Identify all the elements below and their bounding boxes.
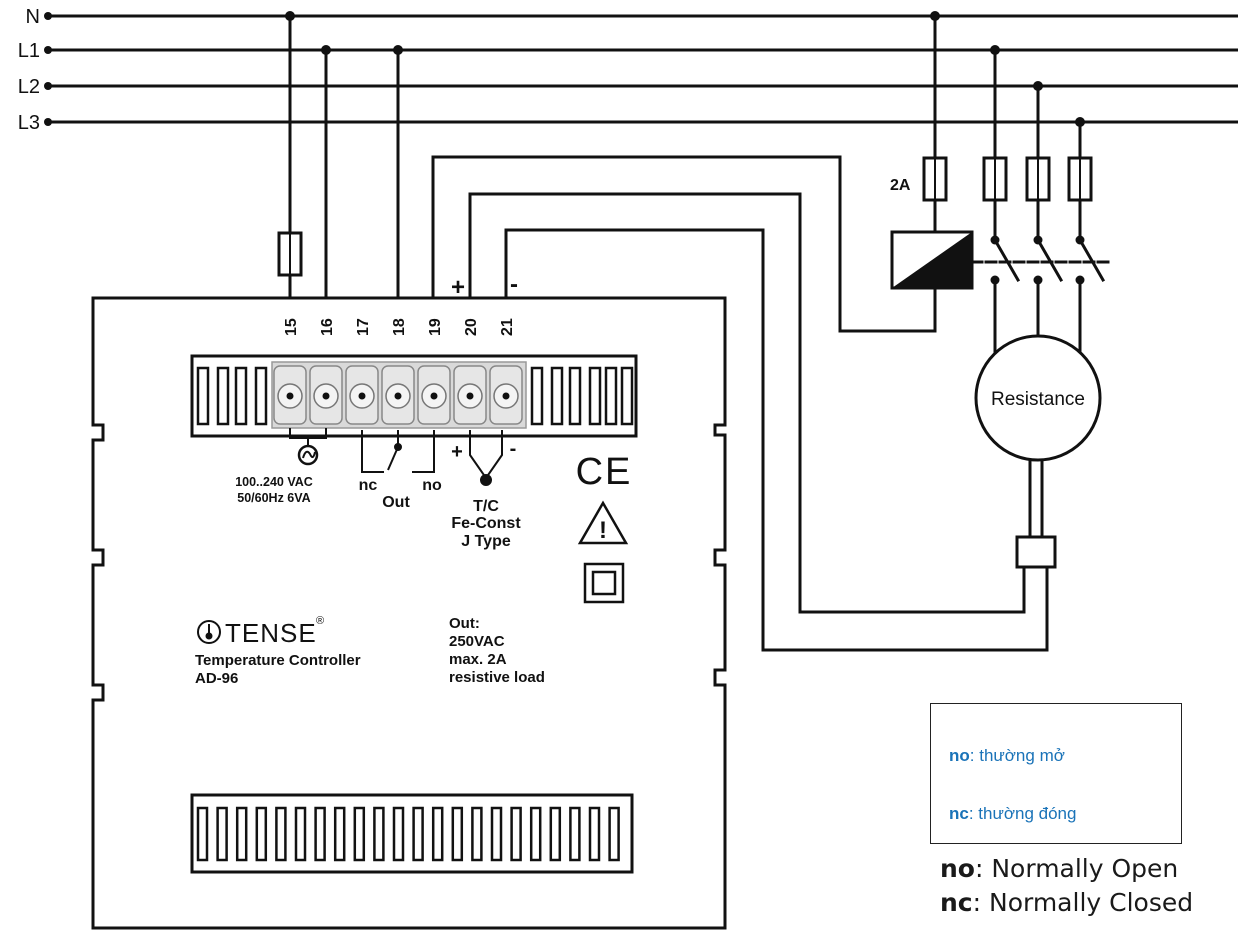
brand-registered: ®: [316, 615, 324, 627]
legend-en-nc-text: : Normally Closed: [972, 888, 1194, 917]
terminal-20: [453, 365, 487, 425]
relay-label-nc: nc: [359, 477, 378, 494]
brand-name: TENSE: [225, 618, 317, 648]
controller-body: [91, 296, 727, 930]
legend-en-nc-key: nc: [940, 888, 973, 917]
legend-vi-no-key: no: [949, 746, 970, 765]
double-insulation-icon: [583, 562, 625, 604]
terminal-number-16: 16: [319, 318, 336, 336]
polarity-plus: +: [451, 274, 465, 301]
terminal-number-20: 20: [463, 318, 480, 336]
fuse-label: 2A: [890, 177, 911, 194]
terminal-17: [345, 365, 379, 425]
legend-vi-nc-text: : thường đóng: [968, 804, 1077, 823]
tc-plus: +: [451, 441, 463, 463]
contactor-coil: [890, 230, 974, 290]
relay-label-out: Out: [382, 494, 410, 511]
output-spec-line4: resistive load: [449, 669, 545, 686]
terminal-number-17: 17: [355, 318, 372, 336]
output-spec-line3: max. 2A: [449, 651, 507, 668]
terminal-block-bottom: [190, 793, 634, 874]
legend-vi-nc-key: nc: [949, 804, 969, 823]
product-name: Temperature Controller: [195, 652, 361, 669]
product-model: AD-96: [195, 670, 238, 687]
tc-line2: Fe-Const: [451, 515, 521, 532]
legend-vi-no-text: : thường mở: [969, 746, 1065, 765]
ce-mark: CE: [576, 451, 633, 493]
svg-text:!: !: [599, 517, 607, 544]
legend-en-no-text: : Normally Open: [974, 854, 1179, 883]
legend-en-no-key: no: [940, 854, 975, 883]
resistance-label: Resistance: [991, 389, 1085, 410]
legend-vietnamese: no: thường mở nc: thường đóng: [930, 703, 1182, 844]
supply-spec-line1: 100..240 VAC: [235, 475, 313, 489]
resistance-load: [974, 334, 1102, 462]
legend-english: no: Normally Open nc: Normally Closed: [940, 852, 1193, 920]
line-label-l3: L3: [18, 112, 40, 134]
wire-21: [504, 228, 1049, 652]
supply-spec-line2: 50/60Hz 6VA: [237, 491, 310, 505]
terminal-number-21: 21: [499, 318, 516, 336]
tense-logo-icon: [197, 620, 221, 644]
terminal-21: [489, 365, 523, 425]
terminal-number-18: 18: [391, 318, 408, 336]
output-spec-line2: 250VAC: [449, 633, 505, 650]
relay-label-no: no: [422, 477, 442, 494]
terminal-18: [381, 365, 415, 425]
line-label-l2: L2: [18, 76, 40, 98]
tc-line3: J Type: [461, 533, 511, 550]
polarity-minus: -: [510, 271, 518, 298]
terminal-19: [417, 365, 451, 425]
line-label-l1: L1: [18, 40, 40, 62]
wire-20: [468, 192, 1026, 614]
thermocouple-symbol: [469, 430, 503, 486]
terminal-16: [309, 365, 343, 425]
wire-19: [431, 155, 937, 333]
terminal-15: [273, 365, 307, 425]
terminal-number-19: 19: [427, 318, 444, 336]
terminal-number-15: 15: [283, 318, 300, 336]
thermocouple-probe: [1015, 535, 1057, 569]
tc-minus: -: [510, 438, 517, 460]
line-label-n: N: [26, 6, 40, 28]
relay-contact-symbol: [361, 430, 435, 473]
tc-line1: T/C: [473, 498, 499, 515]
warning-icon: !: [577, 500, 629, 545]
output-spec-line1: Out:: [449, 615, 480, 632]
